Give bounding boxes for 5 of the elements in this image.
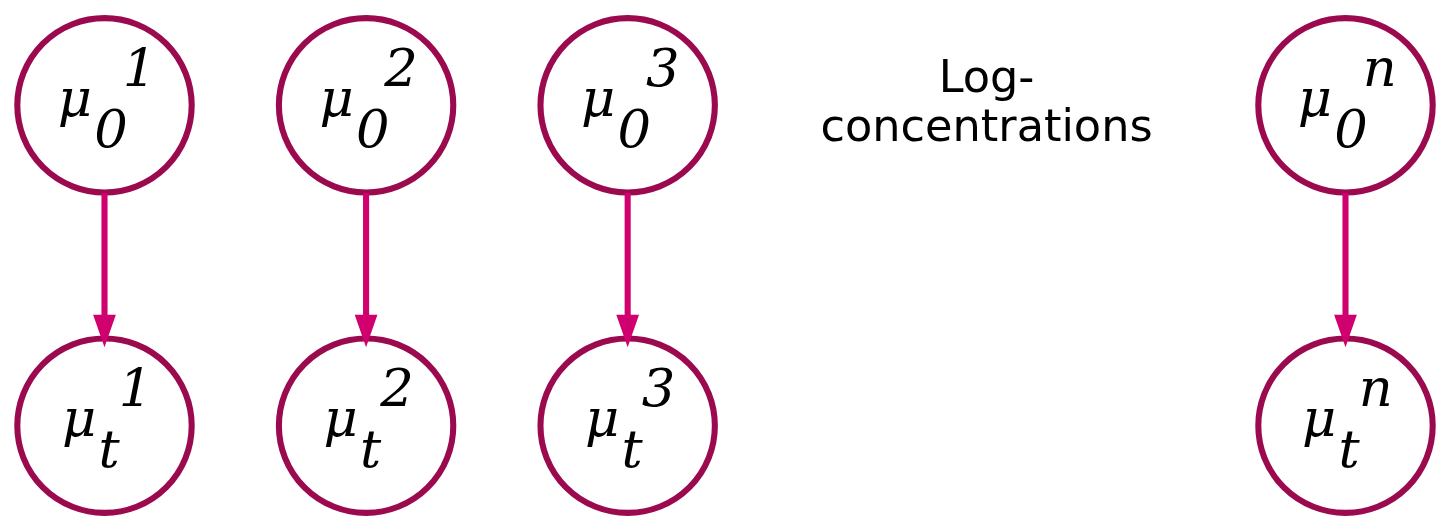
arrow	[93, 192, 116, 347]
arrow	[1334, 192, 1357, 347]
arrow	[354, 192, 378, 347]
arrow	[616, 192, 640, 347]
label: Log- concentrations	[820, 50, 1153, 152]
